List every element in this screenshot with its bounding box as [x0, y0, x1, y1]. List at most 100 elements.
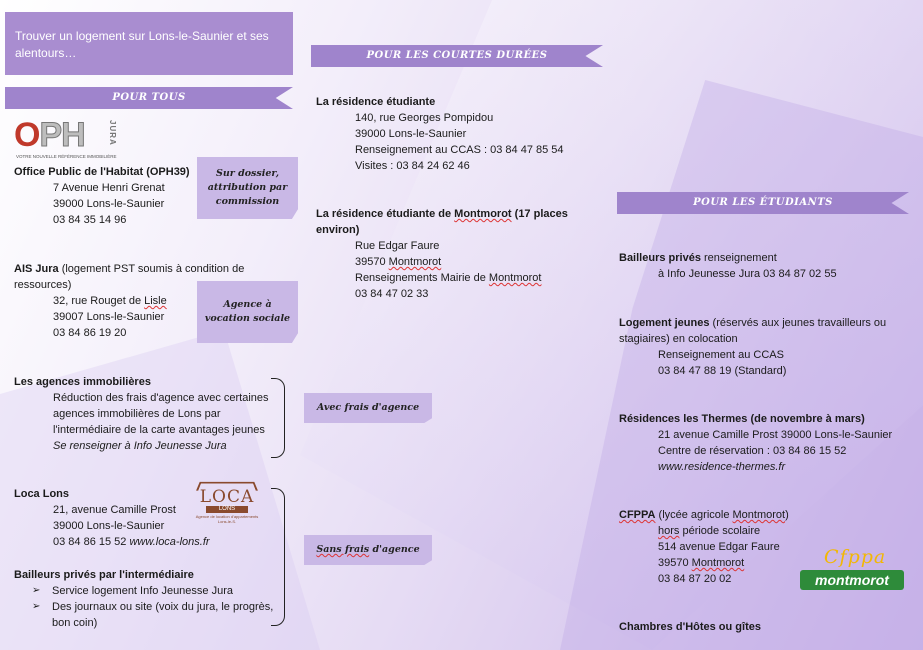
- brace-sans-frais: [271, 488, 285, 626]
- tag-sans-frais: Sans frais d'agence: [304, 535, 432, 565]
- ais-city: 39007 Lons-le-Saunier: [53, 311, 165, 323]
- logement-jeunes-name: Logement jeunes: [619, 317, 710, 329]
- cfppa-desc-pre: (lycée agricole: [655, 509, 733, 521]
- bailleurs-inter-name: Bailleurs privés par l'intermédiaire: [14, 569, 194, 581]
- residence-ccas: Renseignement au CCAS : 03 84 47 85 54: [355, 144, 564, 156]
- cfppa-desc-post: ): [785, 509, 789, 521]
- bailleurs-prives-block: Bailleurs privés renseignement à Info Je…: [619, 250, 909, 282]
- montmorot-residence-name: La résidence étudiante de Montmorot (17 …: [316, 206, 606, 238]
- ais-name: AIS Jura: [14, 263, 59, 275]
- ribbon-etudiants: POUR LES ÉTUDIANTS: [617, 192, 909, 214]
- montmorot-residence-name-post: (17 places environ): [316, 208, 568, 236]
- montmorot-residence-town: Montmorot: [388, 256, 442, 268]
- tag-vocation-sociale-text: Agence à vocation sociale: [204, 299, 291, 324]
- ais-address-street: Lisle: [144, 295, 167, 307]
- bailleurs-inter-list: ➢Service logement Info Jeunesse Jura ➢ De…: [14, 583, 284, 631]
- thermes-name: Résidences les Thermes (de novembre à ma…: [619, 413, 865, 425]
- montmorot-residence-mairie-town: Montmorot: [488, 272, 542, 284]
- cfppa-zip: 39570: [658, 557, 692, 569]
- cfppa-block: CFPPA (lycée agricole Montmorot) hors pé…: [619, 507, 849, 587]
- tag-vocation-sociale: Agence à vocation sociale: [197, 281, 298, 343]
- ais-block: AIS Jura (logement PST soumis à conditio…: [14, 261, 264, 341]
- loca-logo: LOCA LONS Agence de location d'apparteme…: [194, 481, 260, 525]
- montmorot-residence-city: 39570 Montmorot: [316, 254, 606, 270]
- loca-logo-tagline: Agence de location d'appartements Lons-l…: [195, 514, 259, 524]
- logement-jeunes-ccas: Renseignement au CCAS: [658, 349, 784, 361]
- tag-avec-frais-text: Avec frais d'agence: [316, 402, 420, 413]
- tag-sans-frais-word: Sans frais: [316, 544, 370, 555]
- ais-address: 32, rue Rouget de Lisle: [14, 293, 264, 309]
- logement-jeunes-phone: 03 84 47 88 19 (Standard): [658, 365, 787, 377]
- oph-logo-tagline: VOTRE NOUVELLE RÉFÉRENCE IMMOBILIÈRE: [16, 154, 117, 159]
- list-item: ➢ Des journaux ou site (voix du jura, le …: [14, 599, 284, 631]
- tag-sans-frais-text: Sans frais d'agence: [316, 543, 419, 557]
- bailleurs-prives-name: Bailleurs privés: [619, 252, 701, 264]
- cfppa-phone: 03 84 87 20 02: [658, 573, 732, 585]
- loca-logo-sub: LONS: [206, 506, 248, 513]
- thermes-phone: Centre de réservation : 03 84 86 15 52: [658, 445, 847, 457]
- agences-block: Les agences immobilières Réduction des f…: [14, 374, 276, 454]
- brace-avec-frais: [271, 378, 285, 458]
- cfppa-desc-town: Montmorot: [732, 509, 786, 521]
- agences-name: Les agences immobilières: [14, 376, 151, 388]
- ais-desc: (logement PST soumis à condition de ress…: [14, 263, 245, 291]
- loca-city: 39000 Lons-le-Saunier: [53, 520, 165, 532]
- logement-jeunes-heading: Logement jeunes (réservés aux jeunes tra…: [619, 315, 909, 347]
- cfppa-logo: Cfppa montmorot: [800, 546, 906, 592]
- cfppa-period-rest: période scolaire: [679, 525, 761, 537]
- list-item: ➢Service logement Info Jeunesse Jura: [14, 583, 284, 599]
- residence-block: La résidence étudiante 140, rue Georges …: [316, 94, 606, 174]
- bailleurs-prives-heading: Bailleurs privés renseignement: [619, 250, 909, 266]
- ribbon-courtes-durees: POUR LES COURTES DURÉES: [311, 45, 603, 67]
- tag-sur-dossier: Sur dossier, attribution par commission: [197, 157, 298, 219]
- cfppa-period: hors période scolaire: [619, 523, 849, 539]
- banner-title: Trouver un logement sur Lons-le-Saunier …: [15, 29, 269, 60]
- montmorot-residence-phone: 03 84 47 02 33: [355, 288, 429, 300]
- loca-logo-main: LOCA: [199, 487, 255, 507]
- residence-visites: Visites : 03 84 24 62 46: [355, 160, 470, 172]
- ribbon-pour-tous: POUR TOUS: [5, 87, 293, 109]
- oph-logo: OPH JURA VOTRE NOUVELLE RÉFÉRENCE IMMOBI…: [14, 118, 124, 164]
- agences-note: Se renseigner à Info Jeunesse Jura: [53, 440, 227, 452]
- bailleurs-inter-block: Bailleurs privés par l'intermédiaire ➢Se…: [14, 567, 284, 631]
- cfppa-period-hors: hors: [658, 525, 680, 537]
- thermes-website-link[interactable]: www.residence-thermes.fr: [658, 461, 786, 473]
- bailleurs-prives-desc: renseignement: [700, 252, 777, 264]
- arrow-bullet-icon: ➢: [32, 601, 41, 612]
- cfppa-heading: CFPPA (lycée agricole Montmorot): [619, 507, 849, 523]
- oph-logo-wordmark: OPH: [14, 116, 86, 154]
- thermes-address: 21 avenue Camille Prost 39000 Lons-le-Sa…: [658, 429, 893, 441]
- cfppa-town: Montmorot: [691, 557, 745, 569]
- list-item-text: Des journaux ou site (voix du jura, le p…: [52, 601, 274, 629]
- chambres-name: Chambres d'Hôtes ou gîtes: [619, 621, 761, 633]
- tag-sans-frais-rest: d'agence: [369, 544, 420, 555]
- loca-phone: 03 84 86 15 52: [53, 536, 130, 548]
- montmorot-residence-name-town: Montmorot: [454, 208, 512, 220]
- agences-desc: Réduction des frais d'agence avec certai…: [53, 392, 269, 436]
- logement-jeunes-desc: (réservés aux jeunes travailleurs ou sta…: [619, 317, 887, 345]
- loca-block: Loca Lons 21, avenue Camille Prost 39000…: [14, 486, 254, 550]
- loca-contact: 03 84 86 15 52 www.loca-lons.fr: [14, 534, 254, 550]
- oph-logo-side: JURA: [108, 120, 117, 146]
- residence-name: La résidence étudiante: [316, 96, 436, 108]
- thermes-block: Résidences les Thermes (de novembre à ma…: [619, 411, 919, 475]
- oph-city: 39000 Lons-le-Saunier: [53, 198, 165, 210]
- cfppa-name: CFPPA: [619, 509, 656, 521]
- page-banner: Trouver un logement sur Lons-le-Saunier …: [5, 12, 293, 75]
- loca-website-link[interactable]: www.loca-lons.fr: [129, 536, 210, 548]
- montmorot-residence-mairie: Renseignements Mairie de Montmorot: [316, 270, 606, 286]
- cfppa-address: 514 avenue Edgar Faure: [658, 541, 780, 553]
- cfppa-logo-bottom: montmorot: [800, 570, 904, 590]
- cfppa-city: 39570 Montmorot: [619, 555, 849, 571]
- bailleurs-prives-contact: à Info Jeunesse Jura 03 84 87 02 55: [658, 268, 837, 280]
- residence-address: 140, rue Georges Pompidou: [355, 112, 494, 124]
- residence-city: 39000 Lons-le-Saunier: [355, 128, 467, 140]
- oph-logo-ph: PH: [39, 116, 86, 154]
- oph-phone: 03 84 35 14 96: [53, 214, 127, 226]
- loca-name: Loca Lons: [14, 488, 70, 500]
- montmorot-residence-mairie-text: Renseignements Mairie de: [355, 272, 489, 284]
- tag-sur-dossier-text: Sur dossier, attribution par commission: [207, 168, 288, 207]
- oph-block: Office Public de l'Habitat (OPH39) 7 Ave…: [14, 164, 204, 228]
- loca-address: 21, avenue Camille Prost: [53, 504, 176, 516]
- oph-logo-o: O: [14, 116, 40, 154]
